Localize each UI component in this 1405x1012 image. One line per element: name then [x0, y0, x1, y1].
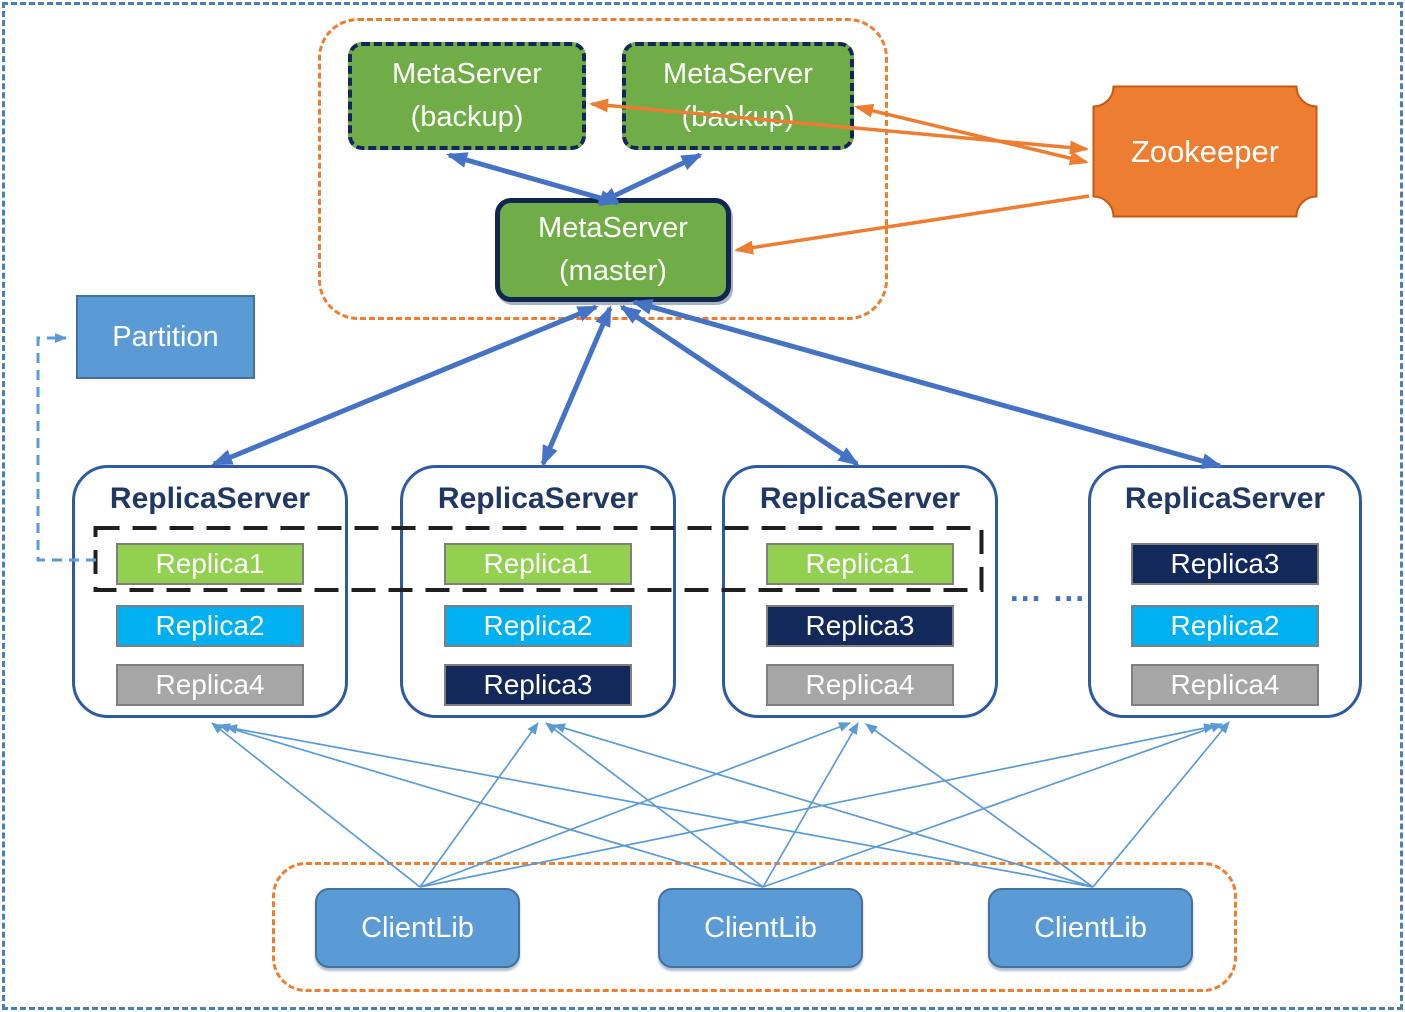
metaserver-master-role: (master) — [559, 255, 667, 287]
metaserver-master-name: MetaServer — [538, 211, 688, 244]
replica-bar: Replica3 — [444, 664, 632, 706]
metaserver-backup-1-name: MetaServer — [392, 57, 542, 90]
replica-bar: Replica3 — [766, 605, 954, 647]
replica-bar: Replica1 — [766, 543, 954, 585]
metaserver-backup-2-role: (backup) — [681, 101, 795, 133]
clientlib-3: ClientLib — [988, 888, 1193, 968]
zookeeper-node: Zookeeper — [1092, 85, 1318, 218]
replica-server-1: ReplicaServer Replica1 Replica2 Replica4 — [72, 465, 348, 718]
replica-server-2: ReplicaServer Replica1 Replica2 Replica3 — [400, 465, 676, 718]
replica-bar: Replica3 — [1131, 543, 1319, 585]
metaserver-backup-1: MetaServer (backup) — [348, 42, 586, 150]
clientlib-1-label: ClientLib — [361, 911, 474, 944]
clientlib-1: ClientLib — [315, 888, 520, 968]
replica-server-1-title: ReplicaServer — [109, 482, 311, 515]
partition-label: Partition — [112, 320, 219, 353]
replica-bar: Replica2 — [444, 605, 632, 647]
replica-bar: Replica1 — [444, 543, 632, 585]
replica-bar: Replica4 — [116, 664, 304, 706]
replica-server-3: ReplicaServer Replica1 Replica3 Replica4 — [722, 465, 998, 718]
zookeeper-plaque-shape — [1092, 85, 1318, 218]
partition-node: Partition — [76, 295, 255, 379]
replica-server-2-title: ReplicaServer — [437, 482, 639, 515]
replica-bar: Replica2 — [1131, 605, 1319, 647]
metaserver-master: MetaServer (master) — [495, 198, 731, 302]
replica-server-3-title: ReplicaServer — [759, 482, 961, 515]
more-servers-ellipsis: ... ... — [1009, 572, 1087, 608]
metaserver-backup-1-role: (backup) — [410, 101, 524, 133]
metaserver-backup-2-name: MetaServer — [663, 57, 813, 90]
clientlib-3-label: ClientLib — [1034, 911, 1147, 944]
master-replica-arrows — [211, 299, 1223, 469]
replica-server-4: ReplicaServer Replica3 Replica2 Replica4 — [1088, 465, 1362, 718]
clientlib-2-label: ClientLib — [704, 911, 817, 944]
replica-bar: Replica4 — [1131, 664, 1319, 706]
replica-server-4-title: ReplicaServer — [1124, 482, 1326, 515]
replica-bar: Replica2 — [116, 605, 304, 647]
replica-bar: Replica4 — [766, 664, 954, 706]
metaserver-backup-2: MetaServer (backup) — [622, 42, 854, 150]
clientlib-2: ClientLib — [658, 888, 863, 968]
replica-bar: Replica1 — [116, 543, 304, 585]
zookeeper-label: Zookeeper — [1130, 133, 1280, 169]
